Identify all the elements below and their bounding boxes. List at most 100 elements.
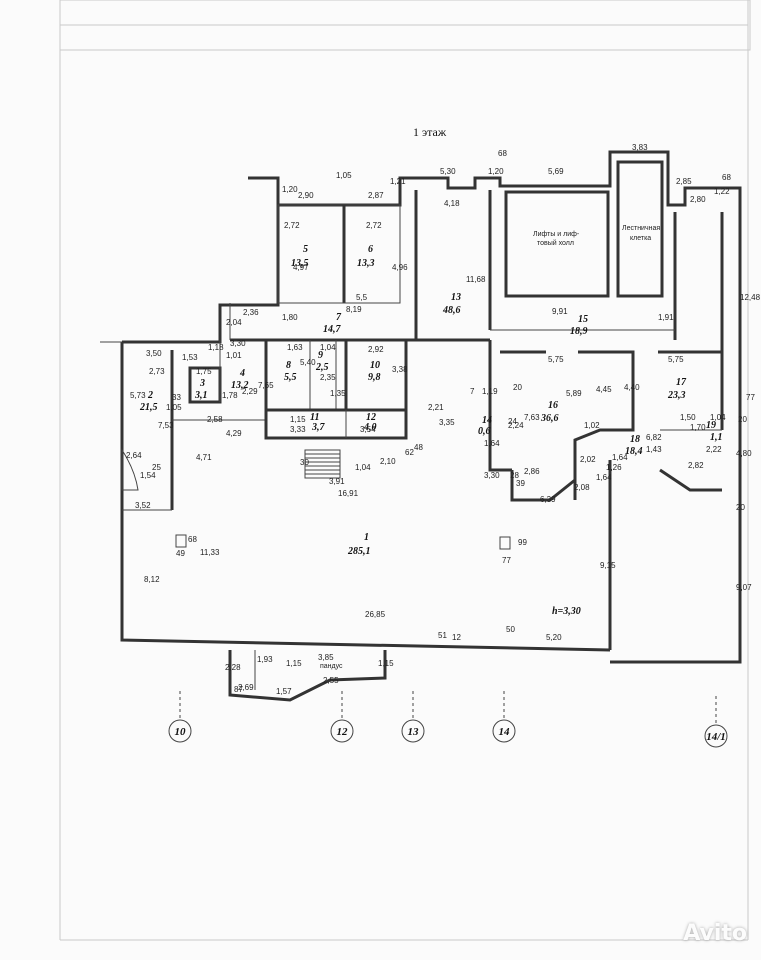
dimension-label: 2,58 xyxy=(207,415,223,424)
dimension-label: 7,53 xyxy=(158,421,174,430)
dimension-label: 1,80 xyxy=(282,313,298,322)
dimension-label: 1,50 xyxy=(680,413,696,422)
room-11-number: 11 xyxy=(310,412,319,423)
dimension-label: 3,38 xyxy=(392,365,408,374)
dimension-label: 68 xyxy=(722,173,731,182)
dimension-label: 1,15 xyxy=(378,659,394,668)
dimension-label: 2,29 xyxy=(242,387,258,396)
room-4-number: 4 xyxy=(239,368,245,379)
dimension-label: 1,54 xyxy=(140,471,156,480)
dimension-label: 4,40 xyxy=(624,383,640,392)
dimension-label: 3,83 xyxy=(632,143,648,152)
room-19-area: 1,1 xyxy=(710,432,723,443)
dimension-label: 24 xyxy=(508,417,517,426)
walls xyxy=(100,150,742,702)
axis-label: 14 xyxy=(499,726,511,738)
dimension-label: 4,29 xyxy=(226,429,242,438)
dimension-label: 1,64 xyxy=(596,473,612,482)
dimension-label: 5,89 xyxy=(566,389,582,398)
dimension-label: 1,02 xyxy=(584,421,600,430)
dimension-label: 48 xyxy=(414,443,423,452)
dimension-label: 2,87 xyxy=(368,191,384,200)
dimension-label: 11,33 xyxy=(200,548,220,557)
dimension-label: 7,65 xyxy=(258,381,274,390)
dimension-label: 87 xyxy=(234,685,243,694)
dimension-label: 1,01 xyxy=(226,351,242,360)
dimension-label: 2,72 xyxy=(284,221,300,230)
room-9-number: 9 xyxy=(318,350,323,361)
dimension-label: 5,20 xyxy=(546,633,562,642)
dimension-label: 1,05 xyxy=(336,171,352,180)
dimension-label: 1,21 xyxy=(390,177,406,186)
dimension-label: 8,19 xyxy=(346,305,362,314)
dimension-label: 2,10 xyxy=(380,457,396,466)
dimension-label: 1,18 xyxy=(208,343,224,352)
dimension-label: 4,96 xyxy=(392,263,408,272)
dimension-label: 1,75 xyxy=(196,367,212,376)
dimension-label: 2,28 xyxy=(225,663,241,672)
room-12-number: 12 xyxy=(366,412,376,423)
dimension-label: 2,24 xyxy=(508,421,524,430)
ramp-label: пандус xyxy=(320,663,343,670)
dimension-label: 20 xyxy=(513,383,522,392)
room-13-number: 13 xyxy=(451,292,461,303)
room-17-area: 23,3 xyxy=(667,390,686,401)
room-3-area: 3,1 xyxy=(194,390,208,401)
dimension-label: 4,71 xyxy=(196,453,212,462)
dimension-label: 68 xyxy=(498,149,507,158)
room-1-area: 285,1 xyxy=(347,546,371,557)
dimension-label: 7 xyxy=(470,387,475,396)
dimension-label: 5,30 xyxy=(440,167,456,176)
axis-label: 12 xyxy=(337,726,349,738)
dimension-label: 5,69 xyxy=(548,167,564,176)
room-12-area: 4,0 xyxy=(363,422,377,433)
dimension-label: 3,30 xyxy=(230,339,246,348)
dimension-label: 3,50 xyxy=(146,349,162,358)
axis-label: 10 xyxy=(175,726,187,738)
dimension-label: 2,55 xyxy=(323,676,339,685)
dimension-label: 3,52 xyxy=(135,501,151,510)
dimension-label: 5,73 xyxy=(130,391,146,400)
dimension-label: 12 xyxy=(452,633,461,642)
text-labels: Лифты и лиф- товый холл Лестничная клетк… xyxy=(320,225,660,670)
dimension-label: 1,05 xyxy=(166,403,182,412)
dimension-label: 9,07 xyxy=(736,583,752,592)
room-8-number: 8 xyxy=(286,360,291,371)
dimension-label: 4,80 xyxy=(736,449,752,458)
lift-hall-label-2: товый холл xyxy=(537,239,574,247)
dimension-label: 5,75 xyxy=(548,355,564,364)
room-5-area: 13,5 xyxy=(291,258,309,269)
room-1-number: 1 xyxy=(364,532,369,543)
dimension-label: 2,21 xyxy=(428,403,444,412)
dimension-label: 3,91 xyxy=(329,477,345,486)
dimension-label: 3,30 xyxy=(484,471,500,480)
room-14-area: 0,6 xyxy=(478,426,491,437)
room-5-number: 5 xyxy=(303,244,308,255)
dimension-label: 5,40 xyxy=(300,358,316,367)
dimension-label: 1,19 xyxy=(482,387,498,396)
dimension-label: 3,54 xyxy=(360,425,376,434)
dimension-label: 1,26 xyxy=(606,463,622,472)
room-3-number: 3 xyxy=(199,378,205,389)
dimension-label: 30 xyxy=(300,458,309,467)
dimension-label: 1,15 xyxy=(286,659,302,668)
dimension-label: 4,18 xyxy=(444,199,460,208)
dimension-label: 2,72 xyxy=(366,221,382,230)
dimension-label: 1,20 xyxy=(282,185,298,194)
dimension-label: 1,63 xyxy=(287,343,303,352)
dimension-label: 11,68 xyxy=(466,275,486,284)
dimension-label: 1,22 xyxy=(714,187,730,196)
dimension-label: 9,91 xyxy=(552,307,568,316)
dimension-label: 1,35 xyxy=(330,389,346,398)
room-2-area: 21,5 xyxy=(139,402,158,413)
room-11-area: 3,7 xyxy=(311,422,326,433)
dimension-label: 1,15 xyxy=(290,415,306,424)
dimension-label: 1,04 xyxy=(355,463,371,472)
dimension-label: 1,20 xyxy=(488,167,504,176)
stairwell-label: Лестничная xyxy=(622,225,660,232)
dimension-label: 26,85 xyxy=(365,610,386,619)
room-6-number: 6 xyxy=(368,244,373,255)
